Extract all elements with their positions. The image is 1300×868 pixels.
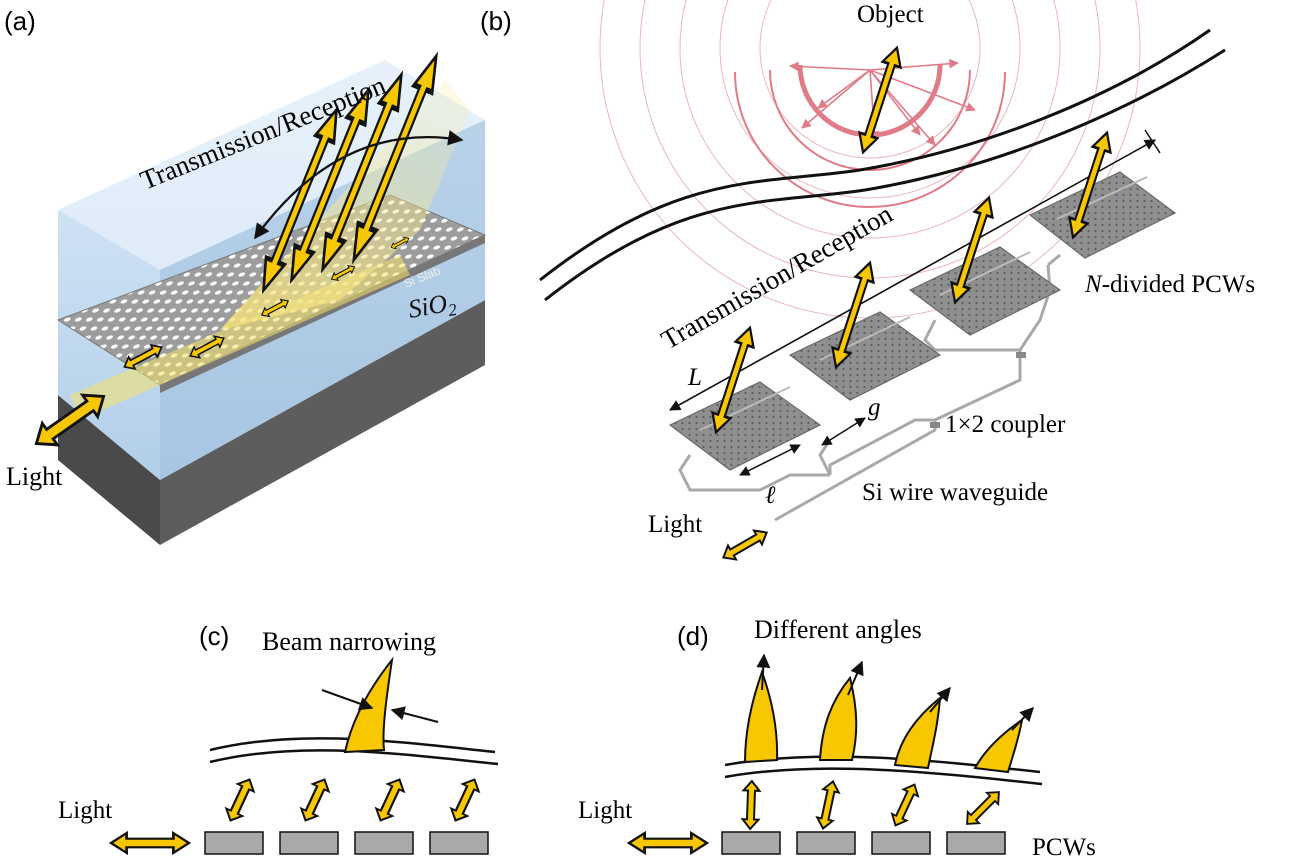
coupling-arrow-icon [887,780,923,830]
panel-a-light-label: Light [6,462,63,491]
array-length-arrow [669,139,1156,411]
panel-b-light-label: Light [648,511,702,538]
panel-d: (d) Different angles Light PCWs [578,615,1096,861]
panel-a-label: (a) [4,6,36,36]
gap-g-arrow [821,417,866,446]
panel-c-light-arrow-icon [109,831,191,855]
coupling-arrow-icon [446,774,484,826]
panel-a: (a) Transmission/Reception Si Slab SiO2 … [4,6,487,545]
panel-b: (b) Object Transmission/Reception N-divi… [480,0,1255,566]
panel-d-light-label: Light [578,797,632,824]
coupling-arrow-icon [741,779,761,831]
length-l-arrow [739,444,801,476]
panel-d-label: (d) [677,621,709,651]
object-emission-arrow-icon [852,43,908,157]
pcw-block [1028,171,1177,259]
panel-d-light-arrow-icon [627,831,709,855]
pcw-block [946,831,1006,855]
panel-b-light-arrow-icon [718,524,772,566]
beam-width-arrow [321,689,374,711]
substrate-left-face [58,395,160,545]
pcw-block [279,831,339,855]
pcw-block [429,831,489,855]
scatter-rays [789,58,976,146]
n-divided-pcws-label: N-divided PCWs [1084,271,1255,298]
pcw-row [721,831,1006,855]
pcw-row [204,831,489,855]
coupler-label: 1×2 coupler [945,411,1066,438]
steered-beam [818,675,858,761]
coupler-junction [1016,352,1026,358]
si-wire-label: Si wire waveguide [862,479,1048,506]
coupling-arrow-icon [814,778,842,832]
sio2-label: SiO2 [406,287,459,327]
pcw-block [204,831,264,855]
pcw-array [668,171,1177,471]
steered-beam [743,669,779,764]
pcw-block [721,831,781,855]
length-L-label: L [687,364,702,391]
gap-g-label: g [868,394,881,421]
length-l-label: ℓ [765,482,776,509]
free-space-boundary [724,767,1043,786]
pcw-block [788,311,942,401]
beam-width-arrow [390,706,439,723]
object-label: Object [857,1,924,28]
panel-c: (c) Beam narrowing Light [58,621,499,855]
coupling-arrow-icon [296,774,334,826]
panel-b-label: (b) [480,6,512,36]
pcws-label: PCWs [1032,834,1096,861]
pcw-block [796,831,856,855]
beam-narrowing-title: Beam narrowing [262,627,436,656]
coupling-arrow-icon [221,774,259,826]
scan-arc [254,130,464,240]
coupler-junction [930,422,940,428]
coupling-arrow-icon [960,785,1006,831]
coupling-arrow-icon [371,774,409,826]
pcw-block [668,381,822,471]
different-angles-title: Different angles [754,615,922,644]
pcw-block [871,831,931,855]
panel-c-label: (c) [199,621,229,651]
panel-c-light-label: Light [58,797,112,824]
substrate-front-face [160,300,485,545]
pcw-block [354,831,414,855]
